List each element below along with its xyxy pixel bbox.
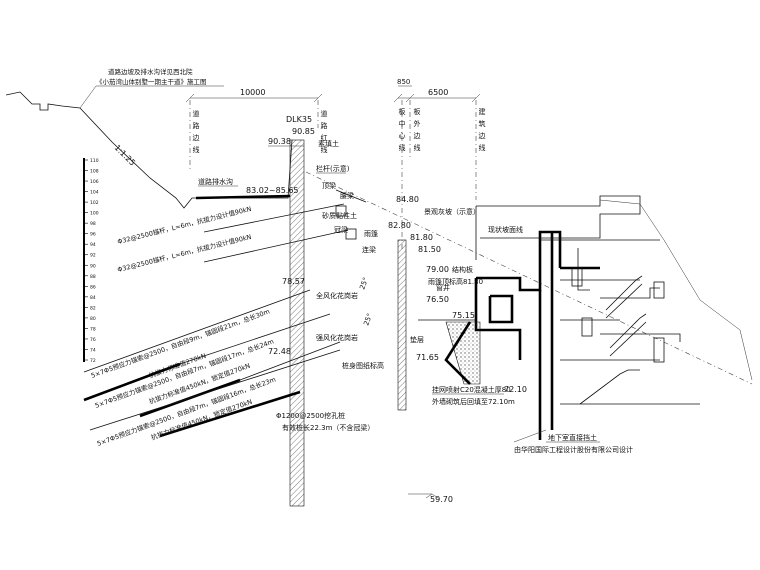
scale-label: 98 [90,221,96,227]
dim-left-text: 10000 [240,88,265,97]
scale-label: 72 [90,358,96,364]
scale-label: 76 [90,337,96,343]
building-structure [474,195,700,440]
tie-beam-label: 连梁 [362,245,376,254]
trench-edge [444,321,472,385]
elev-range: 83.02~85.65 [246,186,299,195]
note-leader [79,85,97,109]
road-edge-label: 道路边线 [192,109,200,158]
dim-small-text: 850 [397,78,410,86]
scale-label: 80 [90,316,96,322]
elev-8180: 81.80 [410,233,433,242]
crown-beam-label: 冠梁 [334,225,348,234]
road-red-label: 道路红线 [320,109,328,158]
trench-note1: 挂网喷射C20混凝土厚80 [432,385,511,394]
basement-label: 地下室直接挡土 [548,433,597,442]
scale-label: 88 [90,274,96,280]
road-ditch-label: 道路排水沟 [198,177,233,186]
dim-right-text: 6500 [428,88,448,97]
scale-label: 104 [90,190,99,196]
anchor2-line [203,229,349,263]
scale-label: 110 [90,158,99,164]
elev-marker-5970 [425,493,439,499]
scale-label: 86 [90,284,96,290]
station-elev-ground: 90.38 [268,137,291,146]
scale-label: 74 [90,347,96,353]
landscape-label: 景观灰坡（示意） [424,207,480,216]
dim-right: 850 6500 [393,78,481,103]
elev-7650: 76.50 [426,295,449,304]
trench-note2: 外墙砌筑后回填至72.10m [432,397,515,406]
cable-group [83,289,341,438]
elev-7210: 72.10 [504,385,527,394]
beam-top-label: 顶梁 [322,181,336,190]
elev-8480: 84.80 [396,195,419,204]
scale-label: 106 [90,179,99,185]
dim-left: 10000 [185,88,323,103]
staircases [579,275,647,405]
right-wall [397,239,407,411]
cushion-label: 垫层 [410,335,424,344]
basement-leader-2 [513,429,547,443]
elev-8280: 82.80 [388,221,411,230]
pile-bottom-label: 桩身图纸标高 [342,361,384,370]
right-terrain [599,199,753,381]
fully-weathered-label: 全风化花岗岩 [316,291,358,300]
terrain-profile [5,91,293,209]
mudline-label: 现状坡面线 [488,225,523,234]
fill-soil-label: 素填土 [318,139,339,148]
railing-label: 栏杆(示意) [316,164,350,173]
scale-label: 78 [90,326,96,332]
scale-label: 96 [90,232,96,238]
slope-ratio: 1:1.25 [113,143,137,167]
ground-slope-line [305,171,753,385]
waist-beam-label: 腰梁 [340,191,354,200]
road-ref-line1: 道路边坡及排水沟详见西北院 [108,67,193,76]
pile-len-label: 有效桩长22.3m（不含冠梁） [282,423,374,432]
window-label: 窗井 [436,283,450,292]
scale-label: 108 [90,169,99,175]
scale-label: 92 [90,253,96,259]
slope-25-b: 25° [362,312,374,326]
elev-7857: 78.57 [282,277,305,286]
scale-label: 100 [90,211,99,217]
silty-clay-label: 砂质黏性土 [322,211,357,220]
station-id: DLK35 [286,115,312,124]
scale-label: 94 [90,242,96,248]
canopy-elev-label: 雨篷顶标高81.80 [428,277,483,286]
building-line-label: 建筑边线 [478,107,486,156]
canopy-label: 雨篷 [364,229,378,238]
scale-label: 102 [90,200,99,206]
elev-7165: 71.65 [416,353,439,362]
elev-7515: 75.15 [452,311,475,320]
designer-label: 由华阳国际工程设计股份有限公司设计 [514,445,633,454]
scale-label: 84 [90,295,96,301]
anchor1-line [203,203,345,233]
elev-8150: 81.50 [418,245,441,254]
station-elev-top: 90.85 [292,127,315,136]
road-surface [195,194,291,200]
anchor-heads [335,189,367,240]
left-scale: 110 108 106 104 102 100 98 96 94 92 90 88 86 84 82 80 78… [83,158,99,364]
elev-7248: 72.48 [268,347,291,356]
slab-outer-label: 板外边线 [413,107,421,156]
scale-label: 82 [90,305,96,311]
slab-center-label: 板中心线 [398,107,406,156]
scale-label: 90 [90,263,96,269]
road-ref-line2: 《小茄湾山体别墅一期主干道》施工图 [96,77,207,86]
struct-slab-label: 结构板 [452,265,473,274]
slope-25-a: 25° [358,276,370,290]
pile-label: Φ1200@2500挖孔桩 [276,411,345,420]
elev-7900: 79.00 [426,265,449,274]
strongly-weathered-label: 强风化花岗岩 [316,333,358,342]
elev-5970: 59.70 [430,495,453,504]
